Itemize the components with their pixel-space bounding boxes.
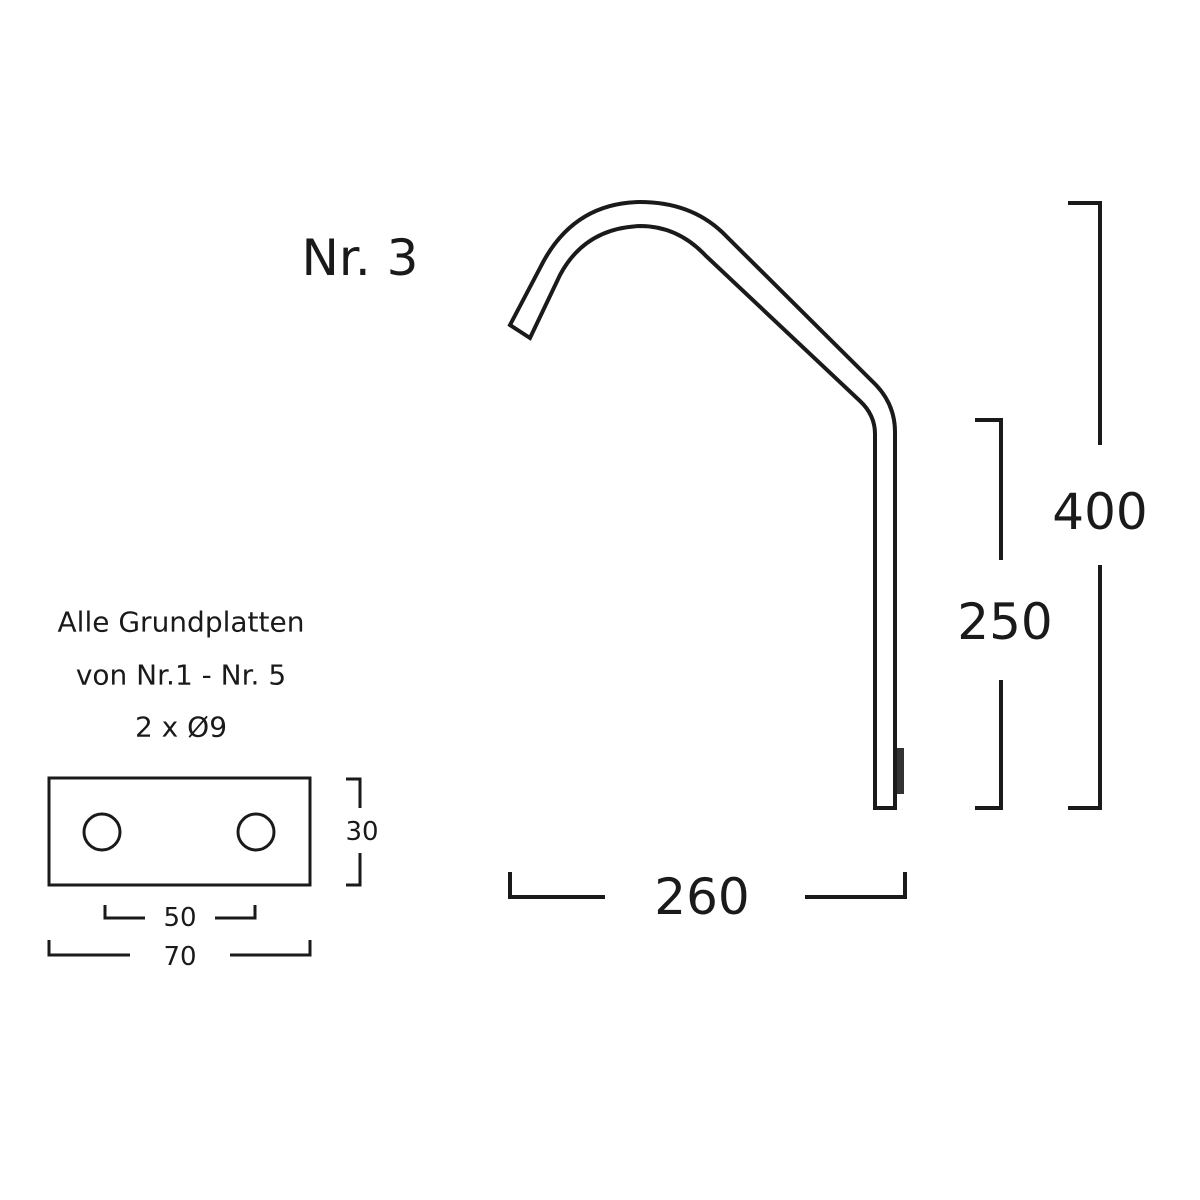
dimension-260: 260 (508, 868, 907, 926)
dimension-50-label: 50 (163, 903, 196, 933)
dimension-50: 50 (103, 903, 257, 933)
dimension-30: 30 (345, 777, 379, 887)
dimension-400: 400 (1052, 201, 1148, 810)
mounting-hole-right (236, 812, 276, 852)
dimension-400-label: 400 (1052, 483, 1147, 541)
pipe-outline (507, 199, 897, 810)
base-plate-note-line-2: von Nr.1 - Nr. 5 (76, 659, 286, 692)
dimension-250-label: 250 (957, 593, 1052, 651)
mounting-hole-left (82, 812, 122, 852)
base-plate-note-line-1: Alle Grundplatten (58, 606, 305, 639)
dimension-30-label: 30 (345, 817, 378, 847)
base-plate-note-line-3: 2 x Ø9 (135, 711, 227, 744)
dimension-70: 70 (47, 940, 312, 972)
dimension-70-label: 70 (163, 942, 196, 972)
dimension-260-label: 260 (654, 868, 749, 926)
pipe-mount-nub (897, 748, 904, 794)
base-plate (47, 776, 312, 887)
dimension-250: 250 (957, 418, 1053, 810)
title: Nr. 3 (302, 229, 419, 287)
